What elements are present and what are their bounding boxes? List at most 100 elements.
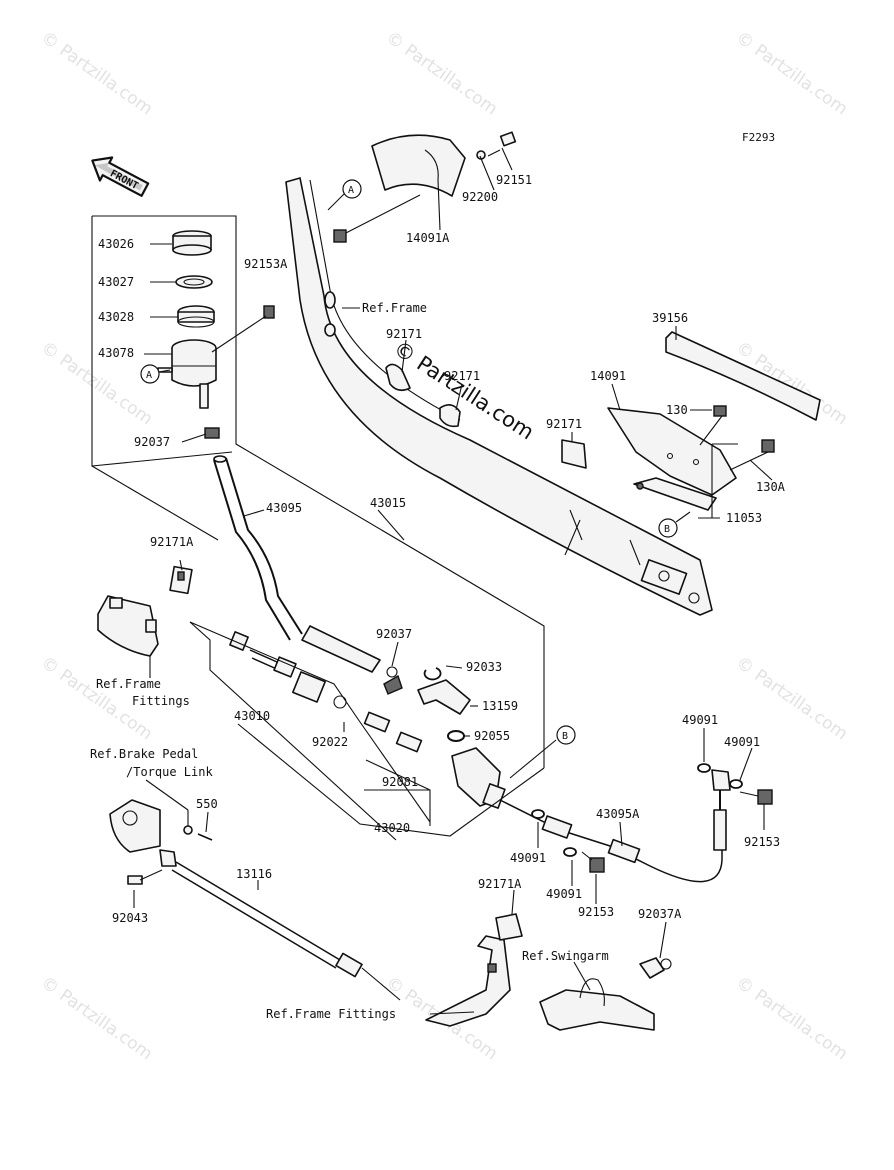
part-label-39156: 39156 xyxy=(652,311,688,325)
part-label-92171: 92171 xyxy=(444,369,480,383)
cover-14091A xyxy=(333,134,466,243)
watermark: © Partzilla.com xyxy=(732,28,851,120)
callout-b-label: B xyxy=(562,731,568,742)
part-label-43028: 43028 xyxy=(98,310,134,324)
part-label-49091: 49091 xyxy=(510,851,546,865)
circlip-92033 xyxy=(423,667,442,681)
part-label-92055: 92055 xyxy=(474,729,510,743)
part-label-43015: 43015 xyxy=(370,496,406,510)
part-label-92151: 92151 xyxy=(496,173,532,187)
part-label-92171A: 92171A xyxy=(150,535,194,549)
front-arrow-icon: FRONT xyxy=(91,156,150,197)
watermark: © Partzilla.com xyxy=(37,973,156,1065)
reservoir-43078 xyxy=(157,339,217,409)
fitting-13159 xyxy=(417,679,471,715)
bolt-92153 xyxy=(581,789,773,873)
master-cylinder-body xyxy=(451,747,506,809)
hose-end xyxy=(301,625,381,673)
part-label-14091A: 14091A xyxy=(406,231,450,245)
part-label-43026: 43026 xyxy=(98,237,134,251)
bolt-130 xyxy=(699,405,775,471)
part-label-43095A: 43095A xyxy=(596,807,640,821)
frame-fitting-left xyxy=(97,595,159,657)
bracket-11053 xyxy=(633,477,717,511)
callout-b: B xyxy=(658,511,691,538)
watermark: © Partzilla.com xyxy=(37,28,156,120)
callout-a-label: A xyxy=(348,185,354,196)
circlip-92022 xyxy=(333,695,347,709)
part-label-92171: 92171 xyxy=(386,327,422,341)
clevis-pin-92043 xyxy=(127,869,163,885)
pedal-bracket xyxy=(109,799,193,853)
part-label-92037: 92037 xyxy=(134,435,170,449)
ref-frame-fittings-label: Fittings xyxy=(132,694,190,708)
watermark: © Partzilla.com xyxy=(732,973,851,1065)
o-ring-92055 xyxy=(447,730,465,742)
part-label-550: 550 xyxy=(196,797,218,811)
pin-550 xyxy=(197,833,213,841)
part-label-49091: 49091 xyxy=(682,713,718,727)
part-label-49091: 49091 xyxy=(724,735,760,749)
washer-49091 xyxy=(531,763,743,857)
part-label-43020: 43020 xyxy=(374,821,410,835)
pushrod-92081 xyxy=(363,711,423,753)
guard-39156 xyxy=(665,331,821,421)
watermark: © Partzilla.com xyxy=(732,653,851,745)
part-label-49091: 49091 xyxy=(546,887,582,901)
part-label-92153A: 92153A xyxy=(244,257,288,271)
part-label-92171: 92171 xyxy=(546,417,582,431)
frame-rail xyxy=(285,177,713,616)
callout-a: A xyxy=(140,364,171,384)
part-label-92081: 92081 xyxy=(382,775,418,789)
part-label-92043: 92043 xyxy=(112,911,148,925)
rod-13116 xyxy=(159,849,363,978)
part-label-92153: 92153 xyxy=(744,835,780,849)
callout-b-label: B xyxy=(664,524,670,535)
reservoir-cap-43026 xyxy=(172,230,212,256)
part-label-92037: 92037 xyxy=(376,627,412,641)
part-label-13116: 13116 xyxy=(236,867,272,881)
piston-kit-43010 xyxy=(229,631,326,703)
part-label-92037A: 92037A xyxy=(638,907,682,921)
ref-frame-fittings-bottom-label: Ref.Frame Fittings xyxy=(266,1007,396,1021)
bolt-92151 xyxy=(487,131,517,157)
part-label-43027: 43027 xyxy=(98,275,134,289)
hose-43095 xyxy=(213,455,303,641)
callout-b: B xyxy=(556,725,576,745)
part-label-92033: 92033 xyxy=(466,660,502,674)
watermark: © Partzilla.com xyxy=(382,28,501,120)
ref-brake-pedal-label: Ref.Brake Pedal xyxy=(90,747,198,761)
ref-frame-label: Ref.Frame xyxy=(362,301,427,315)
swingarm xyxy=(539,957,672,1031)
ref-swingarm-label: Ref.Swingarm xyxy=(522,949,609,963)
banjo-fitting xyxy=(711,769,731,791)
leader-lines xyxy=(91,147,773,1015)
clip-92037 xyxy=(204,427,220,439)
part-labels: 43026 43027 43028 43078 92153A 92037 430… xyxy=(90,173,786,1021)
part-label-130: 130 xyxy=(666,403,688,417)
frame-fitting-bottom xyxy=(425,913,523,1027)
diaphragm-43027 xyxy=(175,275,213,289)
plate-43028 xyxy=(177,305,215,328)
clamp-92171 xyxy=(385,363,587,469)
part-label-13159: 13159 xyxy=(482,699,518,713)
plate-14091 xyxy=(607,407,737,496)
callout-a-label: A xyxy=(146,370,152,381)
part-label-92153: 92153 xyxy=(578,905,614,919)
part-label-92200: 92200 xyxy=(462,190,498,204)
figure-code: F2293 xyxy=(742,131,775,144)
part-label-92171A: 92171A xyxy=(478,877,522,891)
bolt-92153A xyxy=(211,305,275,353)
part-label-43010: 43010 xyxy=(234,709,270,723)
ref-brake-pedal-label: /Torque Link xyxy=(126,765,213,779)
ref-frame-fittings-label: Ref.Frame xyxy=(96,677,161,691)
clip-92037-mid xyxy=(383,666,403,695)
clamp-92171A xyxy=(169,565,193,595)
brake-line-43095A xyxy=(499,780,727,883)
watermark: © Partzilla.com xyxy=(37,338,156,430)
part-label-14091: 14091 xyxy=(590,369,626,383)
part-label-92022: 92022 xyxy=(312,735,348,749)
part-label-11053: 11053 xyxy=(726,511,762,525)
part-label-43095: 43095 xyxy=(266,501,302,515)
